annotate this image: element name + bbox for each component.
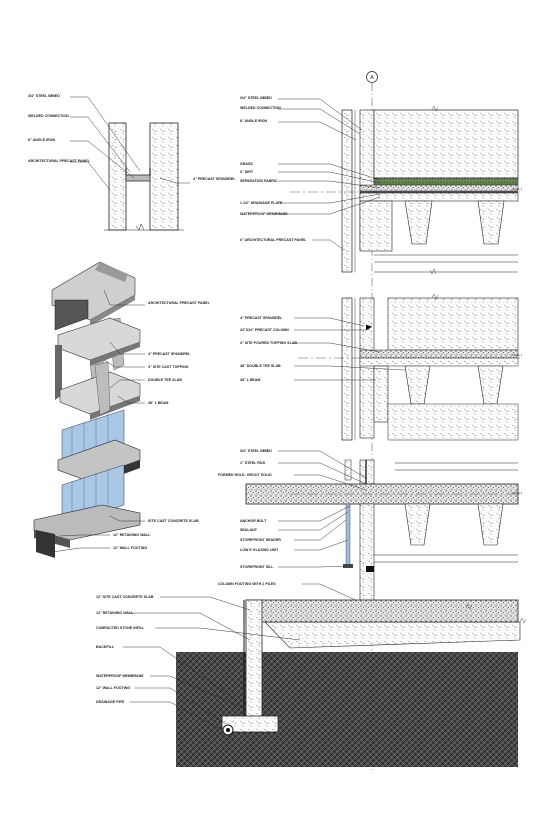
foundation-label-drainage-pipe: DRAINAGE PIPE — [96, 700, 125, 704]
label-steel-imbed: 3/4" STEEL IMBED — [28, 94, 60, 98]
floor-label-double-tee: 48" DOUBLE TEE SLAB — [240, 364, 281, 368]
roof-label-angle-iron: 8" ANGLE IRON — [240, 119, 268, 123]
roof-leaders — [278, 98, 381, 251]
axon-retaining-wall — [36, 530, 55, 558]
section-floor: LEVEL 1 4" PRECAST SPANDREL 24"X24" PREC… — [240, 293, 523, 441]
axon-label-retaining-wall: 12" RETAINING WALL — [113, 533, 151, 537]
l-beam — [373, 365, 389, 423]
foundation-label-retaining-wall: 12" RETAINING WALL — [96, 611, 134, 615]
level-tag-roof: LEVEL 2 — [512, 187, 523, 191]
dirt-layer — [373, 109, 519, 179]
floor-label-precast-column: 24"X24" PRECAST COLUMN — [240, 328, 289, 332]
grid-bubble — [366, 71, 378, 83]
foundation-label-backfill: BACKFILL — [96, 645, 115, 649]
ground-label-formed-hole: FORMED HOLE- GROUT SOLID — [218, 473, 272, 477]
site-cast-slab — [245, 599, 519, 623]
ground-label-steel-imbed: 3/4" STEEL IMBED — [240, 449, 272, 453]
roof-label-welded-connection: WELDED CONNECTION — [240, 106, 281, 110]
axon-label-wall-footing: 12" WALL FOOTING — [113, 546, 147, 550]
precast-panel-outer — [341, 109, 353, 273]
roof-label-precast-panel: 6" ARCHITECTURAL PRECAST PANEL — [240, 238, 307, 242]
retaining-wall — [245, 599, 263, 719]
axon-label-architectural-precast-panel: ARCHITECTURAL PRECAST PANEL — [148, 301, 211, 305]
ground-label-steel-rod: 1" STEEL ROD — [240, 461, 266, 465]
roof-label-steel-imbed: 3/4" STEEL IMBED — [240, 96, 272, 100]
ground-label-anchor-bolt: ANCHOR BOLT — [240, 519, 267, 523]
label-architectural-precast-panel: ARCHITECTURAL PRECAST PANEL — [28, 159, 91, 163]
axon-label-l-beam: 48" L BEAM — [148, 401, 168, 405]
angle-iron — [125, 174, 151, 182]
floor-label-l-beam: 48" L BEAM — [240, 378, 260, 382]
label-precast-spandrel: 4" PRECAST SPANDREL — [193, 177, 236, 181]
roof-label-drainage-plate: 1 1/2" DRAINAGE PLATE — [240, 201, 283, 205]
precast-spandrel-right — [149, 122, 179, 231]
ground-label-column-footing: COLUMN FOOTING WITH 2 PILES — [218, 582, 276, 586]
level-tag-ground: LEVEL 0 — [512, 491, 523, 495]
foundation-section: 12" SITE CAST CONCRETE SLAB 12" RETAININ… — [96, 595, 527, 767]
ground-label-sealant: SEALANT — [240, 528, 258, 532]
section-ground: LEVEL 0 3/4" STEEL IMBED 1" STEEL ROD FO… — [218, 449, 523, 603]
roof-label-separation-fabric: SEPARATION FABRIC — [240, 179, 278, 183]
ground-label-storefront-header: STOREFRONT HEADER — [240, 538, 281, 542]
glazing-unit — [345, 503, 351, 567]
grass-layer — [373, 177, 519, 186]
floor-label-precast-spandrel: 4" PRECAST SPANDREL — [240, 316, 283, 320]
foundation-label-stone-infill: COMPACTED STONE INFILL — [96, 626, 145, 630]
earth-fill — [176, 652, 518, 767]
connection-detail: 3/4" STEEL IMBED WELDED CONNECTION 8" AN… — [28, 94, 236, 231]
roof-label-grass: GRASS — [240, 162, 253, 166]
axon-label-site-cast-topping: 3" SITE CAST TOPPING — [148, 365, 189, 369]
foundation-label-wall-footing: 12" WALL FOOTING — [96, 686, 130, 690]
axonometric-view: ARCHITECTURAL PRECAST PANEL 4" PRECAST S… — [33, 261, 211, 558]
axon-label-site-cast-concrete-slab: SITE CAST CONCRETE SLAB — [148, 519, 199, 523]
floor-label-topping-slab: 3" SITE POURED TOPPING SLAB — [240, 341, 297, 345]
roof-label-dirt: 6" DIRT — [240, 170, 254, 174]
ground-label-glazing-unit: LOW E GLAZING UNIT — [240, 548, 279, 552]
topping-slab — [359, 349, 519, 359]
foundation-label-waterproof-membrane: WATERPROOF MEMBRANE — [96, 674, 144, 678]
grid-label: A — [370, 75, 374, 81]
foundation-label-slab: 12" SITE CAST CONCRETE SLAB — [96, 595, 154, 599]
axon-label-precast-spandrel: 4" PRECAST SPANDREL — [148, 352, 191, 356]
section-roof: LEVEL 2 3/4" STEEL IMBED WELDED CONNECTI… — [240, 96, 523, 275]
ground-label-storefront-sill: STOREFRONT SILL — [240, 565, 274, 569]
compacted-stone-infill — [264, 621, 521, 649]
label-welded-connection: WELDED CONNECTION — [28, 114, 69, 118]
level-tag-floor: LEVEL 1 — [512, 353, 523, 357]
label-angle-iron: 8" ANGLE IRON — [28, 138, 56, 142]
wall-footing — [221, 715, 279, 733]
axon-label-double-tee-slab: DOUBLE TEE SLAB — [148, 378, 182, 382]
double-tee-stem — [404, 200, 433, 245]
roof-label-waterproof-membrane: WATERPROOF MEMBRANE — [240, 212, 288, 216]
